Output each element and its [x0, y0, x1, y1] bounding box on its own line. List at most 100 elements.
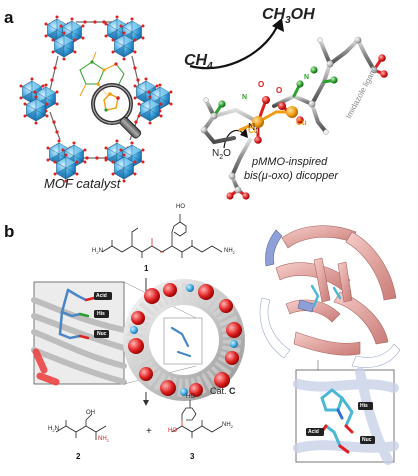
compound-1-label: 1	[144, 264, 149, 273]
methane-label: CH4	[184, 52, 213, 72]
h2n-subscript: 2	[96, 250, 99, 256]
c-atom	[200, 126, 208, 134]
cu-label: Cu	[296, 118, 307, 127]
arrow-head	[143, 400, 149, 406]
n-atom	[310, 66, 318, 74]
h2n-tail: N	[54, 426, 59, 432]
nh2-text: NH	[222, 422, 231, 428]
n2o-subscript: 2	[219, 154, 224, 161]
mof-cluster	[133, 77, 173, 125]
o-atom	[296, 116, 304, 124]
c-atom	[370, 66, 378, 74]
reaction-arrow-head	[272, 18, 284, 32]
n-atom	[296, 80, 304, 88]
amine-label: NH2	[224, 248, 235, 255]
c-atom	[308, 100, 316, 108]
h2n-subscript: 2	[52, 428, 55, 434]
n2o-arrow	[223, 129, 245, 149]
reaction-arrow	[189, 23, 280, 70]
n2o-label: N2O	[212, 148, 231, 161]
product-3-structure	[171, 400, 223, 438]
product-2-structure	[55, 413, 107, 440]
panel-a-label: a	[4, 8, 14, 27]
o-atom	[278, 102, 286, 110]
oxo-label: O	[276, 86, 283, 95]
compound-3-label: 3	[190, 452, 195, 461]
o-atom	[226, 192, 234, 200]
amine-label: NH2	[222, 422, 233, 429]
cat-letter: C	[229, 386, 236, 396]
cu-atom	[252, 116, 264, 128]
nh2-subscript: 2	[106, 438, 109, 444]
ch3oh-tail: OH	[290, 6, 315, 23]
protein-active-site-inset	[293, 367, 399, 465]
o-atom	[262, 96, 270, 104]
ch3oh-subscript: 3	[285, 15, 291, 27]
mof-cluster	[19, 77, 59, 125]
magnifier-icon	[91, 83, 142, 139]
o-atom	[380, 70, 388, 78]
o-atom	[378, 54, 386, 62]
h-atom	[317, 37, 323, 43]
mof-framework	[19, 15, 173, 183]
acid-residue-label: Acid	[96, 293, 107, 299]
mof-caption: MOF catalyst	[44, 176, 121, 191]
cat-text: Cat.	[210, 386, 227, 396]
n-atom	[330, 76, 338, 84]
cu-label: Cu	[248, 126, 259, 135]
c-atom	[234, 186, 242, 194]
hydroxyl-label: OH	[86, 410, 95, 416]
nitrogen-label: N	[304, 74, 310, 81]
methanol-label: CH3OH	[262, 6, 315, 26]
ch4-subscript: 4	[207, 61, 213, 73]
hydroxyl-product-label: HO	[168, 428, 177, 434]
catalyst-label: Cat. C	[210, 386, 236, 396]
nh2-subscript: 2	[230, 424, 233, 430]
h2n-text: H	[92, 248, 97, 254]
oxo-label: O	[258, 80, 265, 89]
amine-label: H2N	[92, 248, 103, 255]
nuc-residue-label: Nuc	[362, 437, 372, 443]
active-site-closeup	[31, 281, 197, 386]
n2o-text: N	[212, 148, 220, 159]
nuc-residue-label: Nuc	[97, 331, 107, 337]
pore-molecule	[79, 51, 125, 97]
n2-label: N2	[248, 122, 259, 135]
n2o-arrow-head	[240, 128, 248, 138]
panel-b-label: b	[4, 222, 15, 241]
peptide-1-structure	[101, 214, 223, 258]
his-residue-label: His	[360, 403, 368, 409]
h2n-tail: N	[98, 248, 103, 254]
c-atom	[354, 36, 362, 44]
nh2-subscript: 2	[232, 250, 235, 256]
his-residue-label: His	[97, 311, 105, 317]
protein-ribbon	[259, 225, 401, 372]
h-atom	[323, 129, 329, 135]
ch3oh-text: CH	[262, 6, 286, 23]
c-atom	[326, 60, 334, 68]
compound-2-label: 2	[76, 452, 81, 461]
catalyst-ring	[123, 279, 245, 401]
hydroxyl-label: HO	[176, 204, 185, 210]
o-atom	[254, 136, 262, 144]
amine-product-label: NH2	[98, 436, 109, 443]
dicopper-complex	[200, 36, 388, 200]
o-atom	[242, 192, 250, 200]
c-atom	[228, 172, 236, 180]
n2-subscript: 2	[255, 128, 260, 135]
acid-residue-label: Acid	[308, 429, 319, 435]
n2-text: N	[248, 122, 256, 133]
c-atom	[210, 112, 218, 120]
n2o-tail: O	[223, 148, 231, 159]
cu-atom	[286, 106, 298, 118]
hydroxyl-label: HO	[186, 394, 195, 400]
pmmo-caption-line1: pMMO-inspired	[252, 156, 328, 168]
nh2-text: NH	[98, 436, 107, 442]
n-atom	[218, 100, 226, 108]
h-atom	[203, 97, 209, 103]
amine-label: H2N	[48, 426, 59, 433]
nitrogen-label: N	[242, 94, 248, 101]
ch4-text: CH	[184, 52, 208, 69]
pmmo-caption-line2: bis(μ-oxo) dicopper	[244, 170, 339, 182]
